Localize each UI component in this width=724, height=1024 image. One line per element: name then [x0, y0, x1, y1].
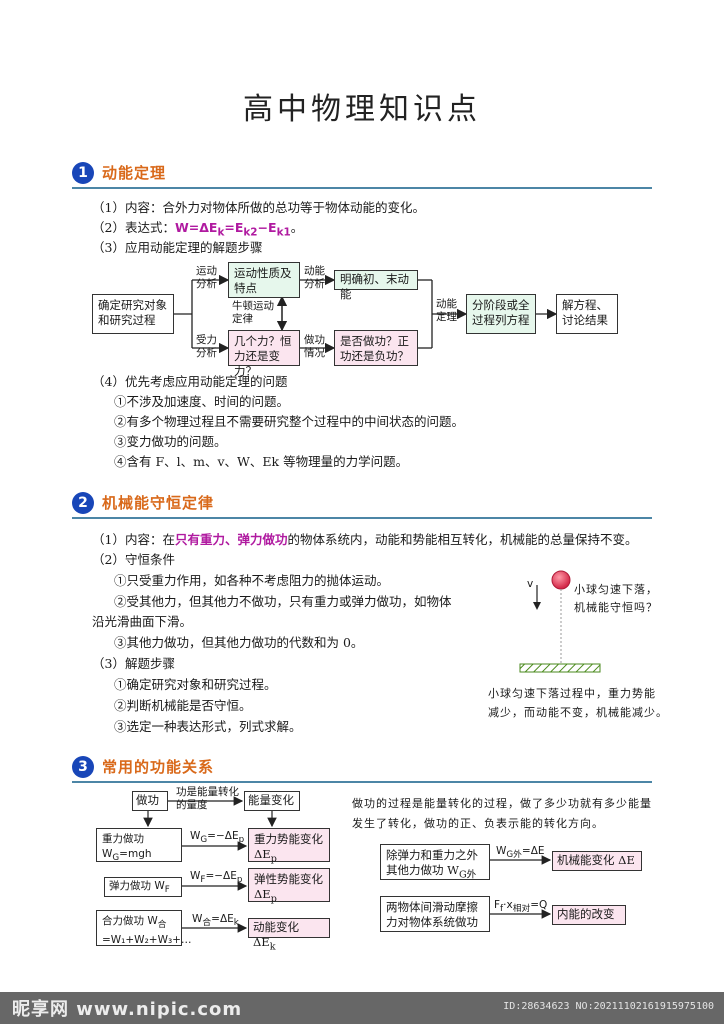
section-divider: [72, 187, 652, 189]
question-line-2: 机械能守恒吗？: [574, 601, 658, 614]
section-2-header: 2 机械能守恒定律: [72, 490, 662, 519]
watermark-logo-text: 昵享网 www.nipic.com: [12, 999, 243, 1020]
flow-solve-box: 解方程、讨论结果: [556, 294, 618, 334]
flow-motion-label: 运动分析: [196, 265, 217, 290]
gravity-pe-box: 重力势能变化 ΔEp: [248, 828, 330, 864]
flow-apply-label: 动能定理: [436, 298, 457, 323]
section-3-header: 3 常用的功能关系: [72, 754, 662, 783]
flow-motion-box: 运动性质及特点: [228, 262, 300, 298]
flow-force-label: 受力分析: [196, 334, 217, 359]
list-item: ④含有 F、l、m、v、W、Ek 等物理量的力学问题。: [114, 454, 409, 469]
list-item: ②有多个物理过程且不需要研究整个过程中的中间状态的问题。: [114, 414, 465, 429]
answer-line-2: 减少，而动能不变，机械能减少。: [488, 706, 668, 719]
list-item: ③其他力做功，但其他力做功的代数和为 0。: [114, 635, 364, 650]
flow-newton-label: 牛顿运动定律: [232, 300, 274, 325]
flow-ke-label: 动能分析: [304, 265, 325, 290]
s1-formula-line: （2）表达式：W=ΔEk=Ek2−Ek1。: [92, 220, 304, 239]
list-item: ③选定一种表达形式，列式求解。: [114, 719, 302, 734]
list-item: ①只受重力作用，如各种不考虑阻力的抛体运动。: [114, 573, 390, 588]
net-work-box: 合力做功 W合=W₁+W₂+W₃+…: [96, 910, 191, 946]
section-number: 1: [72, 162, 94, 184]
section-number: 2: [72, 492, 94, 514]
list-item-continued: 沿光滑曲面下滑。: [92, 614, 193, 629]
formula: W=ΔEk=Ek2−Ek1: [174, 220, 291, 239]
flow-force-box: 几个力？恒力还是变力？: [228, 330, 300, 378]
energy-change-box: 能量变化: [244, 791, 300, 811]
section-title: 动能定理: [102, 164, 167, 182]
page-title: 高中物理知识点: [243, 92, 481, 127]
flow-stages-box: 分阶段或全过程列方程: [466, 294, 536, 334]
other-force-relation: WG外=ΔE: [496, 845, 545, 861]
section-divider: [72, 517, 652, 519]
list-item: ①确定研究对象和研究过程。: [114, 677, 277, 692]
s2-steps-heading: （3）解题步骤: [92, 656, 175, 671]
measure-label: 功是能量转化的量度: [176, 786, 239, 811]
net-relation: W合=ΔEk: [192, 913, 239, 929]
note-line-1: 做功的过程是能量转化的过程，做了多少功就有多少能量: [352, 797, 652, 810]
friction-relation: Ff·x相对=Q: [494, 899, 548, 915]
note-line-2: 发生了转化，做功的正、负表示能的转化方向。: [352, 817, 604, 830]
section-title: 机械能守恒定律: [102, 494, 215, 512]
section-1-header: 1 动能定理: [72, 160, 662, 189]
question-line-1: 小球匀速下落，: [574, 583, 658, 596]
flow-work-label: 做功情况: [304, 334, 325, 359]
gravity-relation: WG=−ΔEp: [190, 830, 245, 846]
answer-line-1: 小球匀速下落过程中，重力势能: [488, 687, 656, 700]
friction-work-box: 两物体间滑动摩擦力对物体系统做功: [380, 896, 490, 932]
mechanical-energy-box: 机械能变化 ΔE: [552, 851, 642, 871]
flow-start-box: 确定研究对象和研究过程: [92, 294, 174, 334]
gravity-work-box: 重力做功 WG=mgh: [96, 828, 182, 863]
list-item: ②判断机械能是否守恒。: [114, 698, 252, 713]
list-item: ②受其他力，但其他力不做功，只有重力或弹力做功，如物体: [114, 594, 452, 609]
highlight-condition: 只有重力、弹力做功: [174, 532, 288, 547]
flow-work-box: 是否做功？正功还是负功？: [334, 330, 418, 366]
section-number: 3: [72, 756, 94, 778]
watermark-id: ID:28634623 NO:20211102161915975100: [503, 1001, 714, 1012]
velocity-label: v: [527, 578, 534, 590]
watermark-bar: [0, 992, 724, 1024]
ke-change-box: 动能变化 ΔEk: [248, 918, 330, 952]
elastic-pe-box: 弹性势能变化 ΔEp: [248, 868, 330, 904]
list-item: ③变力做功的问题。: [114, 434, 227, 449]
ground: [519, 663, 601, 673]
section-title: 常用的功能关系: [102, 758, 215, 776]
elastic-relation: WF=−ΔEp: [190, 870, 243, 886]
s2-content: （1）内容：在只有重力、弹力做功的物体系统内，动能和势能相互转化，机械能的总量保…: [92, 532, 638, 547]
flow-ke-box: 明确初、末动能: [334, 270, 418, 301]
s1-steps-heading: （3）应用动能定理的解题步骤: [92, 240, 263, 255]
internal-energy-box: 内能的改变: [552, 905, 626, 925]
other-force-work-box: 除弹力和重力之外其他力做功 WG外: [380, 844, 490, 880]
work-box: 做功: [132, 791, 168, 811]
list-item: ①不涉及加速度、时间的问题。: [114, 394, 290, 409]
section-divider: [72, 781, 652, 783]
s1-priority-heading: （4）优先考虑应用动能定理的问题: [92, 374, 288, 389]
s1-content: （1）内容：合外力对物体所做的总功等于物体动能的变化。: [92, 200, 425, 215]
s2-conditions-heading: （2）守恒条件: [92, 552, 175, 567]
elastic-work-box: 弹力做功 WF: [104, 877, 182, 897]
